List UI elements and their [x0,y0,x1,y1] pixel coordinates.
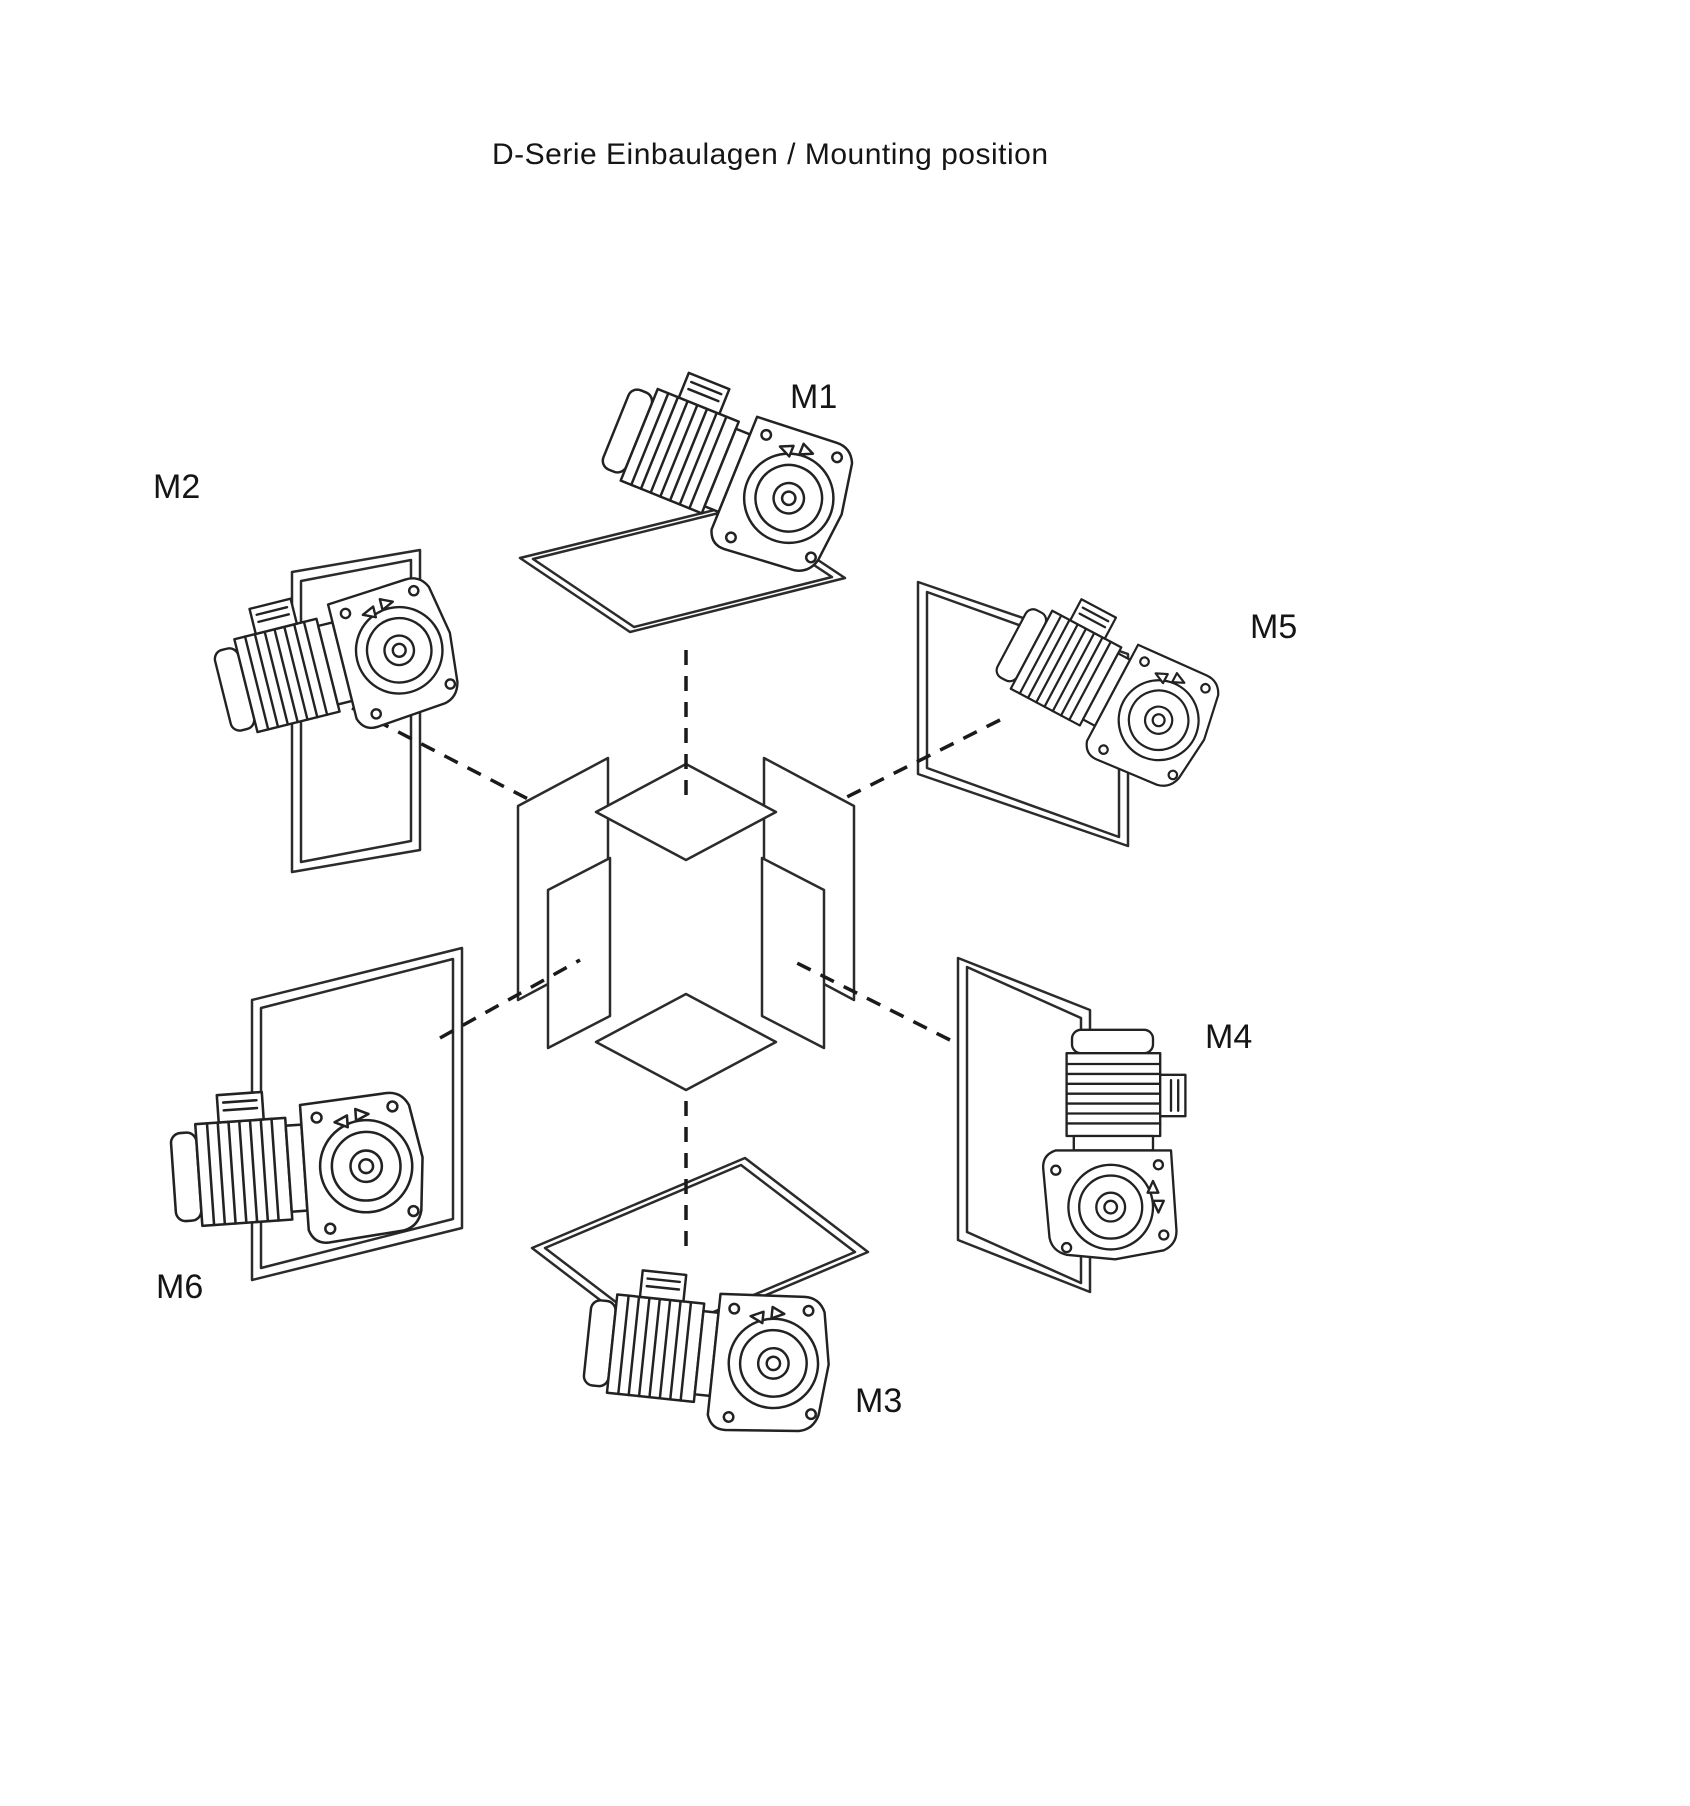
dashed-line-m6 [439,958,581,1040]
center-bottom-plate [594,992,778,1092]
label-m1: M1 [790,378,838,416]
label-m5: M5 [1250,608,1298,646]
center-inner-right-panel [760,856,826,1050]
label-m2: M2 [153,468,201,506]
label-m4: M4 [1205,1018,1253,1056]
label-m3: M3 [855,1382,903,1420]
dashed-line-m5 [844,718,1001,800]
center-structure [516,756,856,1092]
center-top-plate [594,762,778,862]
dashed-line-m4 [794,960,951,1042]
page-title: D-Serie Einbaulagen / Mounting position [492,138,1049,171]
label-m6: M6 [156,1268,204,1306]
center-inner-left-panel [546,856,612,1050]
